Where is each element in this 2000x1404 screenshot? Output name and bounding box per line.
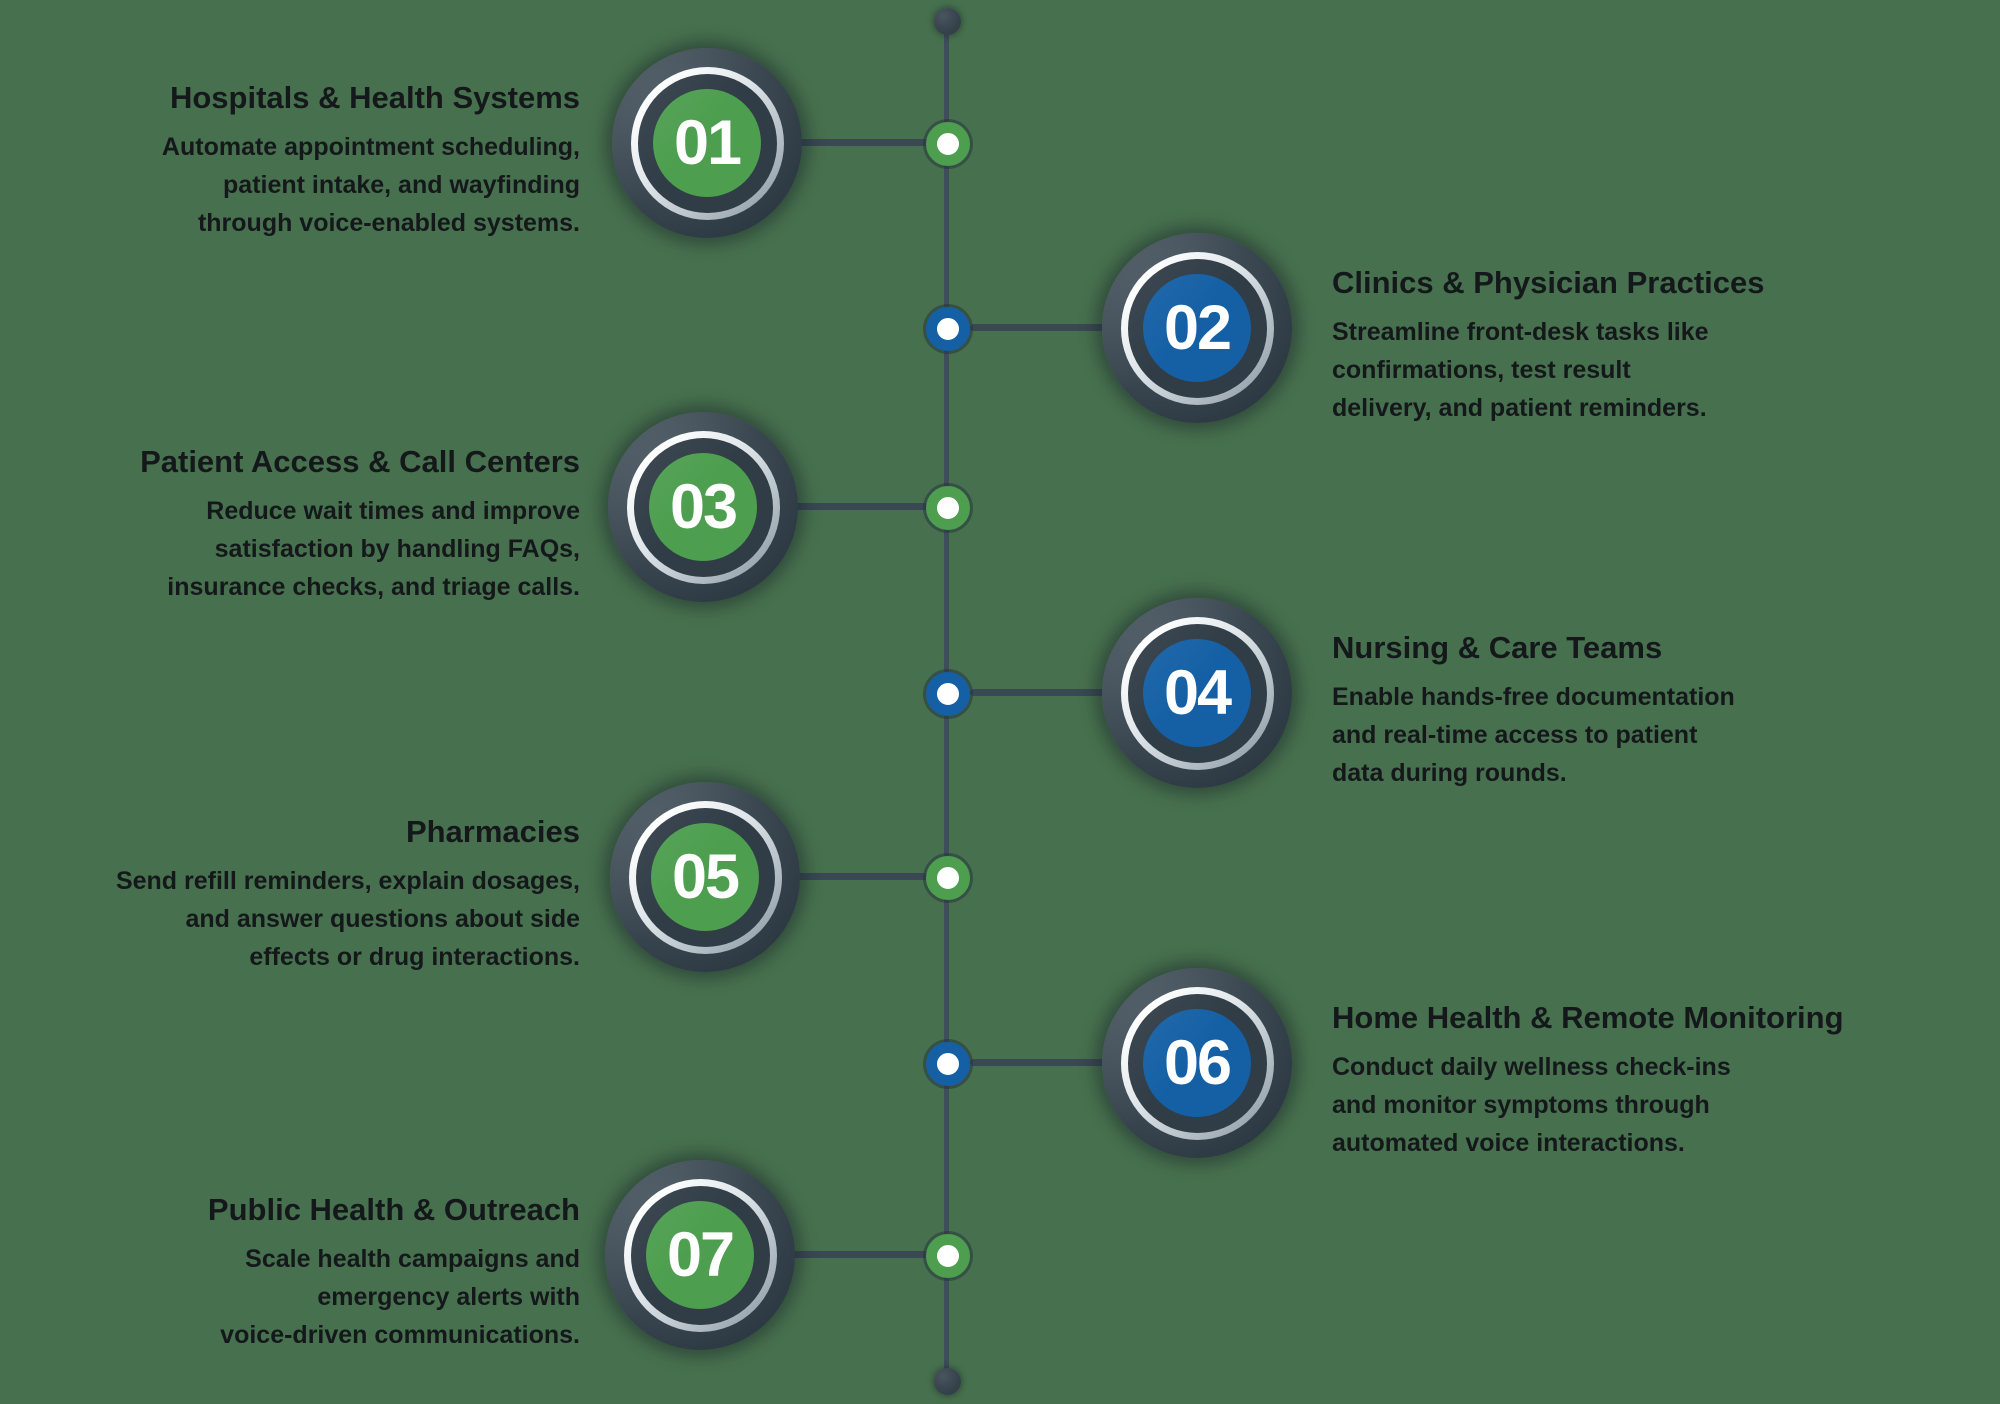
step-02-connector-line	[970, 324, 1128, 331]
step-01-title: Hospitals & Health Systems	[169, 80, 580, 115]
step-01-connector-line	[775, 139, 930, 146]
step-06-ring: 06	[1120, 986, 1274, 1140]
step-07-ring: 07	[623, 1178, 777, 1332]
step-03-connector-line	[775, 503, 930, 510]
step-06-title: Home Health & Remote Monitoring	[1332, 1000, 1844, 1035]
step-06-connector-line	[970, 1059, 1128, 1066]
step-03-title: Patient Access & Call Centers	[140, 444, 580, 479]
step-04-description-line: and real-time access to patient	[1332, 721, 1698, 750]
step-07-axis-dot	[926, 1234, 970, 1278]
step-05-node: 05	[610, 782, 800, 972]
step-07-number-badge: 07	[646, 1201, 754, 1309]
step-01-number-badge: 01	[653, 89, 761, 197]
timeline-start-dot	[934, 8, 961, 35]
step-05-description-line: and answer questions about side	[185, 905, 580, 934]
step-04-connector-line	[970, 689, 1128, 696]
step-04-description-line: Enable hands-free documentation	[1332, 683, 1735, 712]
step-07-node: 07	[605, 1160, 795, 1350]
step-06-description-line: automated voice interactions.	[1332, 1129, 1685, 1158]
step-02-number-badge: 02	[1143, 274, 1251, 382]
step-03-axis-dot	[926, 486, 970, 530]
step-02-description-line: delivery, and patient reminders.	[1332, 394, 1707, 423]
step-07-description-line: emergency alerts with	[317, 1283, 580, 1312]
step-04-node: 04	[1102, 598, 1292, 788]
step-04-ring: 04	[1120, 616, 1274, 770]
step-06-description-line: and monitor symptoms through	[1332, 1091, 1710, 1120]
step-06-axis-dot	[926, 1042, 970, 1086]
step-03-ring: 03	[626, 430, 780, 584]
step-07-connector-line	[775, 1251, 930, 1258]
step-01-ring: 01	[630, 66, 784, 220]
step-02-ring: 02	[1120, 251, 1274, 405]
step-07-title: Public Health & Outreach	[207, 1192, 580, 1227]
step-05-description-line: effects or drug interactions.	[249, 943, 580, 972]
step-05-text: Pharmacies Send refill reminders, explai…	[116, 813, 580, 976]
step-06-node: 06	[1102, 968, 1292, 1158]
step-06-number-badge: 06	[1143, 1009, 1251, 1117]
step-07-description-line: Scale health campaigns and	[245, 1245, 580, 1274]
timeline-end-dot	[934, 1368, 961, 1395]
step-03-description-line: insurance checks, and triage calls.	[167, 573, 580, 602]
step-01-description-line: patient intake, and wayfinding	[223, 171, 580, 200]
step-05-number-badge: 05	[651, 823, 759, 931]
step-02-title: Clinics & Physician Practices	[1332, 265, 1765, 300]
step-05-description-line: Send refill reminders, explain dosages,	[115, 867, 580, 896]
step-01-axis-dot	[926, 122, 970, 166]
step-05-title: Pharmacies	[405, 814, 580, 849]
step-04-number-badge: 04	[1143, 639, 1251, 747]
step-01-node: 01	[612, 48, 802, 238]
step-03-node: 03	[608, 412, 798, 602]
step-06-text: Home Health & Remote Monitoring Conduct …	[1332, 999, 1844, 1162]
step-02-description-line: Streamline front-desk tasks like	[1332, 318, 1709, 347]
step-06-description-line: Conduct daily wellness check-ins	[1332, 1053, 1731, 1082]
step-04-axis-dot	[926, 672, 970, 716]
step-02-text: Clinics & Physician Practices Streamline…	[1332, 264, 1765, 427]
step-04-text: Nursing & Care Teams Enable hands-free d…	[1332, 629, 1735, 792]
step-04-title: Nursing & Care Teams	[1332, 630, 1663, 665]
step-03-description-line: Reduce wait times and improve	[206, 497, 580, 526]
step-01-description-line: through voice-enabled systems.	[197, 209, 580, 238]
step-03-description-line: satisfaction by handling FAQs,	[214, 535, 580, 564]
step-01-description-line: Automate appointment scheduling,	[161, 133, 580, 162]
step-05-axis-dot	[926, 856, 970, 900]
step-05-connector-line	[775, 873, 930, 880]
step-07-text: Public Health & Outreach Scale health ca…	[208, 1191, 580, 1354]
step-02-axis-dot	[926, 307, 970, 351]
step-01-text: Hospitals & Health Systems Automate appo…	[162, 79, 580, 242]
step-04-description-line: data during rounds.	[1332, 759, 1567, 788]
step-03-text: Patient Access & Call Centers Reduce wai…	[140, 443, 580, 606]
step-05-ring: 05	[628, 800, 782, 954]
step-03-number-badge: 03	[649, 453, 757, 561]
step-07-description-line: voice-driven communications.	[220, 1321, 580, 1350]
step-02-node: 02	[1102, 233, 1292, 423]
step-02-description-line: confirmations, test result	[1332, 356, 1631, 385]
